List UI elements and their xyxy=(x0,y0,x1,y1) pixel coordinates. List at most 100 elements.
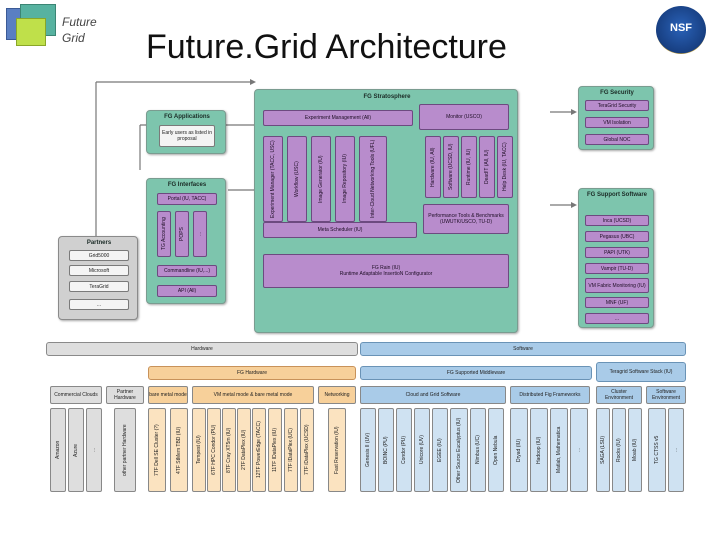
fg-applications-panel: FG Applications Early users as listed in… xyxy=(146,110,226,154)
image-repository-column: Image Repository (IU) xyxy=(335,136,355,222)
support-title: FG Support Software xyxy=(587,192,647,198)
fg-security-panel: FG Security TeraGrid Security VM Isolati… xyxy=(578,86,654,150)
support-vm-fabric: VM Fabric Monitoring (IU) xyxy=(585,278,649,293)
hardware-column: Hardware (IU, All) xyxy=(425,136,441,198)
col-fast-reservation: Fast Reservation (IU) xyxy=(328,408,346,492)
security-title: FG Security xyxy=(600,90,634,96)
experiment-management: Experiment Management (All) xyxy=(263,110,413,126)
applications-title: FG Applications xyxy=(164,114,210,120)
group-cluster-environment: Cluster Environment xyxy=(596,386,642,404)
group-cloud-grid-software: Cloud and Grid Software xyxy=(360,386,506,404)
runtime-column: Runtime (IU, IU) xyxy=(461,136,477,198)
futuregrid-logo xyxy=(6,4,58,54)
col-matlab: Matlab, Mathematica xyxy=(550,408,568,492)
support-more: ... xyxy=(585,313,649,324)
partner-microsoft: Microsoft xyxy=(69,265,129,276)
early-users: Early users as listed in proposal xyxy=(159,125,215,147)
col-other-partner-hardware: other partner Hardware xyxy=(114,408,136,492)
col-genesis: Genesis II (UV) xyxy=(360,408,376,492)
col-amazon: Amazon xyxy=(50,408,66,492)
support-vampir: Vampir (TU-D) xyxy=(585,263,649,274)
col-saga: SAGA (LSU) xyxy=(596,408,610,492)
col-tempest: Tempest (IU) xyxy=(192,408,206,492)
vm-isolation: VM Isolation xyxy=(585,117,649,128)
col-frameworks-more: ... xyxy=(570,408,588,492)
monitor: Monitor (USCO) xyxy=(419,104,509,130)
group-distributed-frameworks: Distributed Fig Frameworks xyxy=(510,386,590,404)
portal: Portal (IU, TACC) xyxy=(157,193,217,205)
fg-hardware-bar: FG Hardware xyxy=(148,366,356,380)
fg-middleware-bar: FG Supported Middleware xyxy=(360,366,592,380)
col-nimbus: Nimbus (UC) xyxy=(470,408,486,492)
col-dataplex: 2TF DataPlex (IU) xyxy=(237,408,251,492)
col-clouds-more: ... xyxy=(86,408,102,492)
fg-stratosphere-panel: FG Stratosphere Experiment Management (A… xyxy=(254,89,518,333)
support-papi: PAPI (UTK) xyxy=(585,247,649,258)
hardware-bar: Hardware xyxy=(46,342,358,356)
col-idataplex-ucsd: 7TF iDataPlex (UCSD) xyxy=(300,408,314,492)
col-idataplex-iu: 11TF IDataPlex (IU) xyxy=(268,408,282,492)
experiment-manager-column: Experiment Manager (TACC, USC) xyxy=(263,136,283,222)
col-azure: Azure xyxy=(68,408,84,492)
group-software-environment: Software Environment xyxy=(646,386,686,404)
partner-more: ... xyxy=(69,299,129,310)
col-egee: EGEE (IU) xyxy=(432,408,448,492)
bottom-columns: Amazon Azure ... other partner Hardware … xyxy=(0,408,720,496)
group-bare-metal: bare metal mode xyxy=(148,386,188,404)
group-vm-metal-mode: VM metal mode & bare metal mode xyxy=(192,386,314,404)
performance-tools: Performance Tools & Benchmarks (UWUTK/US… xyxy=(423,204,509,234)
partners-panel: Partners Grid5000 Microsoft TeraGrid ... xyxy=(58,236,138,320)
group-commercial-clouds: Commercial Clouds xyxy=(50,386,102,404)
col-hadoop: Hadoop (IU) xyxy=(530,408,548,492)
nsf-label: NSF xyxy=(670,22,692,34)
group-partner-hardware: Partner Hardware xyxy=(106,386,144,404)
software-column: Software (UCSD, IU) xyxy=(443,136,459,198)
fg-rain-subtitle: Runtime Adaptable InsertioN Configurator xyxy=(339,271,433,277)
stratosphere-title: FG Stratosphere xyxy=(363,94,411,100)
logo-line-2: Grid xyxy=(62,31,85,45)
logo-text: Future Grid xyxy=(62,14,112,46)
help-desk-column: Help Desk (IU, TACC) xyxy=(497,136,513,198)
teragrid-security: TeraGrid Security xyxy=(585,100,649,111)
tg-accounting: TG Accounting xyxy=(157,211,171,257)
fg-rain: FG Rain (IU) Runtime Adaptable InsertioN… xyxy=(263,254,509,288)
support-mnf: MNF (UF) xyxy=(585,297,649,308)
software-bar: Software xyxy=(360,342,686,356)
partner-grid5000: Grid5000 xyxy=(69,250,129,261)
col-open-nebula: Open Nebula xyxy=(488,408,504,492)
page-title: Future.Grid Architecture xyxy=(146,28,507,66)
deadit-column: Dead!T (All, IU) xyxy=(479,136,495,198)
col-hpc-condor: 6TF HPC Condor (PU) xyxy=(207,408,221,492)
interfaces-title: FG Interfaces xyxy=(167,182,207,188)
pops: POPS xyxy=(175,211,189,257)
global-noc: Global NOC xyxy=(585,134,649,145)
support-inca: Inca (UCSD) xyxy=(585,215,649,226)
interfaces-more: ... xyxy=(193,211,207,257)
col-rocks: Rocks (IU) xyxy=(612,408,626,492)
col-dryad: Dryad (IU) xyxy=(510,408,528,492)
col-boinc: BOINC (PU) xyxy=(378,408,394,492)
col-condor: Condor (PU) xyxy=(396,408,412,492)
group-networking: Networking xyxy=(318,386,356,404)
meta-scheduler: Meta Scheduler (IU) xyxy=(263,222,417,238)
api: API (All) xyxy=(157,285,217,297)
support-pegasus: Pegasus (UBC) xyxy=(585,231,649,242)
col-tg-ctss: TG CTSS v5 xyxy=(648,408,666,492)
col-dell-cluster: 7TF Dell SE Cluster (?) xyxy=(148,408,166,492)
fg-support-panel: FG Support Software Inca (UCSD) Pegasus … xyxy=(578,188,654,328)
fg-rain-title: FG Rain (IU) xyxy=(371,265,401,271)
col-moab: Moab (IU) xyxy=(628,408,642,492)
fg-interfaces-panel: FG Interfaces Portal (IU, TACC) TG Accou… xyxy=(146,178,226,304)
col-software-more: ... xyxy=(668,408,684,492)
workflow-column: Workflow (USC) xyxy=(287,136,307,222)
nsf-logo: NSF xyxy=(656,6,706,54)
logo-line-1: Future xyxy=(62,15,97,29)
image-generator-column: Image Generator (IU) xyxy=(311,136,331,222)
col-unicore: Unicore (UV) xyxy=(414,408,430,492)
partners-title: Partners xyxy=(86,240,112,246)
col-idataplex-uc: 7TF IDataPlex (UC) xyxy=(284,408,298,492)
col-stmem: 4TF StMem TBD (IU) xyxy=(170,408,188,492)
col-cray: 8TF Cray XT5m (IU) xyxy=(222,408,236,492)
col-poweredge: 12TF PowerEdge (TACC) xyxy=(252,408,266,492)
col-eucalyptus: Other Source Eucalyptus (IU) xyxy=(450,408,468,492)
